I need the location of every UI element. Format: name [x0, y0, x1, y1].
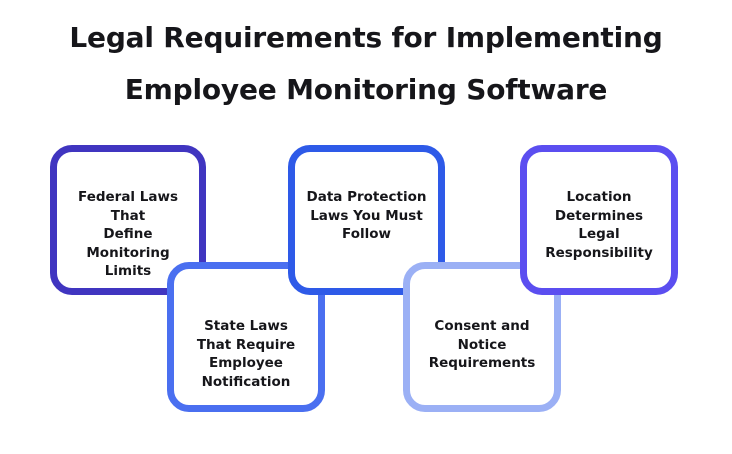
- process-box-state-laws[interactable]: State Laws That Require Employee Notific…: [167, 262, 325, 412]
- process-box-location-responsibility[interactable]: Location Determines Legal Responsibility: [520, 145, 678, 295]
- page-title-line-2: Employee Monitoring Software: [124, 73, 608, 106]
- process-box-label: State Laws That Require Employee Notific…: [196, 318, 296, 390]
- process-box-label: Data Protection Laws You Must Follow: [306, 189, 427, 242]
- process-box-label: Location Determines Legal Responsibility: [545, 189, 653, 261]
- process-box-label: Federal Laws That Define Monitoring Limi…: [78, 189, 178, 279]
- page-title-line-1: Legal Requirements for Implementing: [69, 21, 663, 54]
- page-title: Legal Requirements for Implementing Empl…: [0, 12, 732, 116]
- process-box-label: Consent and Notice Requirements: [428, 318, 536, 371]
